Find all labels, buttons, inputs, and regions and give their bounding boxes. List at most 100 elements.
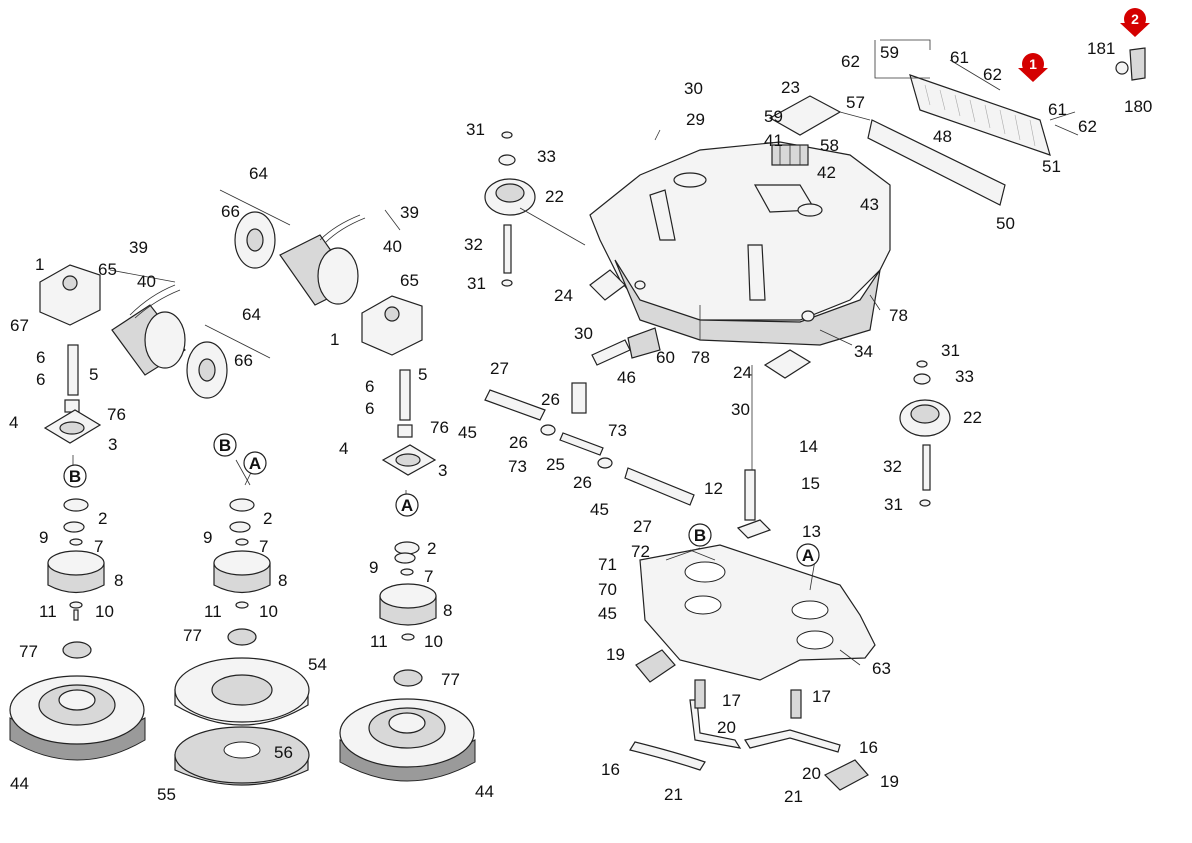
part-label: 55 <box>157 785 176 804</box>
part-label: 30 <box>574 324 593 343</box>
part-label: 42 <box>817 163 836 182</box>
part-label: 34 <box>854 342 873 361</box>
group-letter-a-chassis: A <box>796 543 820 567</box>
part-label: 26 <box>509 433 528 452</box>
part-label: 4 <box>9 413 18 432</box>
part-label: 9 <box>369 558 378 577</box>
part-label: 17 <box>812 687 831 706</box>
part-label: 19 <box>606 645 625 664</box>
part-label: 67 <box>10 316 29 335</box>
part-label: 20 <box>717 718 736 737</box>
part-label: 70 <box>598 580 617 599</box>
part-label: 181 <box>1087 39 1115 58</box>
fan-mid <box>234 211 276 269</box>
wheel-right <box>899 360 951 507</box>
brush-left <box>9 675 146 761</box>
part-label: 78 <box>889 306 908 325</box>
fan-left <box>186 341 228 399</box>
part-label: 73 <box>508 457 527 476</box>
part-label: 41 <box>764 131 783 150</box>
part-label: 50 <box>996 214 1015 233</box>
drive-stack-left <box>47 498 105 659</box>
leader-lines <box>72 39 1079 666</box>
part-label: 62 <box>841 52 860 71</box>
part-label: 11 <box>370 632 388 651</box>
part-label: 59 <box>880 43 899 62</box>
part-label: 77 <box>19 642 38 661</box>
part-label: 72 <box>631 542 650 561</box>
bracket-24 <box>589 269 812 379</box>
part-label: 40 <box>383 237 402 256</box>
part-label: 21 <box>664 785 683 804</box>
part-label: 62 <box>983 65 1002 84</box>
part-label: 27 <box>490 359 509 378</box>
latch-180 <box>1115 47 1146 81</box>
part-label: 77 <box>183 626 202 645</box>
part-label: 45 <box>598 604 617 623</box>
part-label: 4 <box>339 439 348 458</box>
svg-text:B: B <box>219 436 231 455</box>
part-label: 20 <box>802 764 821 783</box>
part-label: 2 <box>98 509 107 528</box>
part-label: 7 <box>424 567 433 586</box>
part-label: 45 <box>590 500 609 519</box>
grille-frame <box>909 74 1051 156</box>
marker-2-icon: 2 <box>1120 8 1150 37</box>
part-label: 11 <box>39 602 57 621</box>
part-label: 31 <box>941 341 960 360</box>
part-label: 60 <box>656 348 675 367</box>
part-label: 25 <box>546 455 565 474</box>
linkage-16 <box>629 699 841 771</box>
shaft-mid <box>381 369 437 476</box>
part-label: 22 <box>545 187 564 206</box>
part-label: 12 <box>704 479 723 498</box>
bracket-12 <box>736 469 772 539</box>
part-label: 22 <box>963 408 982 427</box>
part-label: 65 <box>400 271 419 290</box>
part-label: 16 <box>601 760 620 779</box>
part-label: 30 <box>684 79 703 98</box>
part-label: 39 <box>129 238 148 257</box>
part-label: 1 <box>35 255 44 274</box>
part-label: 8 <box>278 571 287 590</box>
part-label: 6 <box>36 348 45 367</box>
elbow-26 <box>540 382 613 469</box>
part-label: 33 <box>537 147 556 166</box>
part-label: 9 <box>203 528 212 547</box>
part-label: 29 <box>686 110 705 129</box>
chassis-plate-63 <box>639 544 876 681</box>
bumper-19 <box>635 649 869 791</box>
filter-60 <box>627 327 661 359</box>
part-label: 180 <box>1124 97 1152 116</box>
part-label: 54 <box>308 655 327 674</box>
part-label: 39 <box>400 203 419 222</box>
motor-left <box>111 284 186 376</box>
connector-block-41 <box>771 144 809 166</box>
drive-stack-mid <box>379 541 437 687</box>
motor-mid <box>279 214 366 306</box>
part-label: 24 <box>554 286 573 305</box>
part-label: 8 <box>114 571 123 590</box>
part-label: 7 <box>94 537 103 556</box>
part-label: 17 <box>722 691 741 710</box>
part-label: 5 <box>418 365 427 384</box>
gearbox-left <box>39 264 101 326</box>
hose-46 <box>591 339 631 366</box>
part-label: 2 <box>427 539 436 558</box>
svg-text:B: B <box>694 526 706 545</box>
svg-text:A: A <box>249 454 261 473</box>
part-label: 19 <box>880 772 899 791</box>
group-letter-b-center: B <box>213 433 237 457</box>
part-label: 48 <box>933 127 952 146</box>
part-label: 26 <box>541 390 560 409</box>
part-label: 64 <box>242 305 261 324</box>
part-label: 6 <box>365 399 374 418</box>
part-label: 44 <box>10 774 29 793</box>
group-letter-b-chassis: B <box>688 523 712 547</box>
part-label: 66 <box>234 351 253 370</box>
part-label: 15 <box>801 474 820 493</box>
part-label: 59 <box>764 107 783 126</box>
pad-driver-54 <box>174 657 310 726</box>
part-label: 10 <box>95 602 114 621</box>
